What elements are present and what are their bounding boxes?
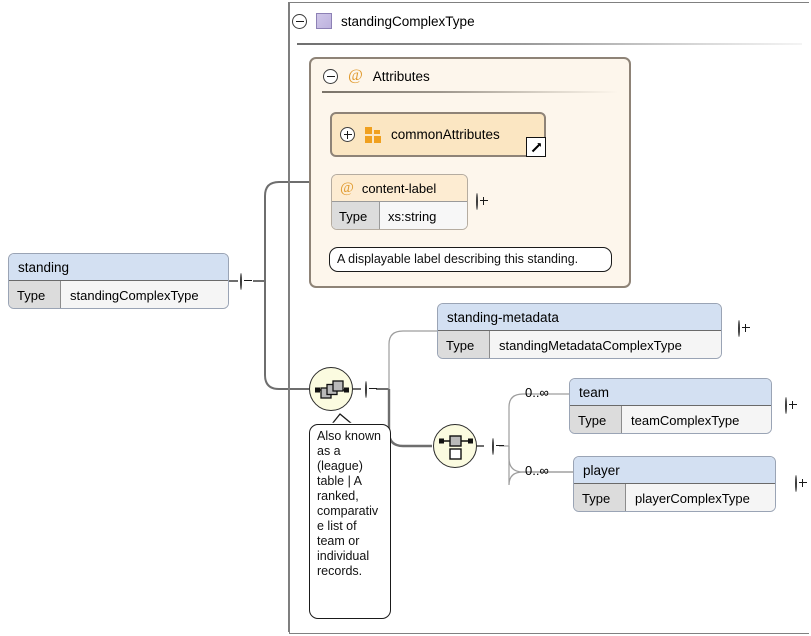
external-link-icon[interactable]: [526, 137, 546, 157]
sequence-documentation-callout: Also known as a (league) table | A ranke…: [309, 424, 391, 619]
at-sign-icon: @: [340, 179, 354, 196]
sequence-compositor-icon[interactable]: [309, 367, 353, 411]
sequence-documentation-text: Also known as a (league) table | A ranke…: [317, 429, 381, 578]
element-team-occurrence: 0..∞: [525, 385, 549, 400]
element-standing-type-key: Type: [9, 281, 61, 308]
element-team-expand-toggle[interactable]: [785, 397, 787, 414]
complex-type-collapse-toggle[interactable]: [292, 13, 307, 29]
element-standing-type-row: Type standingComplexType: [9, 281, 228, 308]
choice-collapse-toggle[interactable]: [492, 438, 494, 455]
attribute-documentation-callout: A displayable label describing this stan…: [329, 247, 612, 272]
sequence-collapse-toggle[interactable]: [365, 381, 367, 398]
element-standing-metadata[interactable]: standing-metadata Type standingMetadataC…: [437, 303, 722, 359]
complex-type-container: [289, 2, 809, 634]
element-standing-type-value: standingComplexType: [61, 281, 228, 308]
content-label-expand-toggle[interactable]: [476, 193, 478, 210]
attribute-header: @ content-label: [332, 175, 467, 202]
attribute-type-row: Type xs:string: [332, 202, 467, 229]
element-player[interactable]: player Type playerComplexType: [573, 456, 776, 512]
element-standing-metadata-type-key: Type: [438, 331, 490, 358]
attribute-group-icon: [365, 126, 381, 143]
complex-type-title: standingComplexType: [341, 13, 475, 29]
element-player-occurrence: 0..∞: [525, 463, 549, 478]
attribute-group-label: commonAttributes: [391, 127, 500, 142]
element-player-name: player: [574, 457, 775, 484]
attribute-documentation-text: A displayable label describing this stan…: [337, 252, 579, 266]
complex-type-swatch-icon: [316, 13, 332, 29]
at-sign-icon: @: [348, 67, 363, 84]
attributes-collapse-toggle[interactable]: [323, 68, 338, 84]
element-player-expand-toggle[interactable]: [795, 475, 797, 492]
commonattributes-expand-toggle[interactable]: [340, 127, 355, 142]
attribute-type-value: xs:string: [380, 202, 467, 229]
element-team-name: team: [570, 379, 771, 406]
element-standing[interactable]: standing Type standingComplexType: [8, 253, 229, 309]
element-player-type-row: Type playerComplexType: [574, 484, 775, 511]
attributes-label: Attributes: [372, 68, 430, 84]
attribute-content-label[interactable]: @ content-label Type xs:string: [331, 174, 468, 230]
attribute-type-key: Type: [332, 202, 380, 229]
element-team-type-row: Type teamComplexType: [570, 406, 771, 433]
element-team[interactable]: team Type teamComplexType: [569, 378, 772, 434]
element-player-type-key: Type: [574, 484, 626, 511]
element-standing-collapse-toggle[interactable]: [240, 273, 242, 290]
element-player-type-value: playerComplexType: [626, 484, 775, 511]
element-standing-metadata-expand-toggle[interactable]: [738, 320, 740, 337]
element-standing-metadata-type-value: standingMetadataComplexType: [490, 331, 721, 358]
element-team-type-value: teamComplexType: [622, 406, 771, 433]
element-standing-metadata-type-row: Type standingMetadataComplexType: [438, 331, 721, 358]
complex-type-header-divider: [297, 43, 802, 45]
element-standing-metadata-name: standing-metadata: [438, 304, 721, 331]
attribute-group-commonattributes[interactable]: commonAttributes: [330, 112, 546, 157]
choice-compositor-icon[interactable]: [433, 424, 477, 468]
element-standing-name: standing: [9, 254, 228, 281]
attribute-name: content-label: [361, 180, 437, 196]
attributes-header-divider: [322, 91, 618, 93]
complex-type-header: standingComplexType: [292, 8, 475, 34]
element-team-type-key: Type: [570, 406, 622, 433]
attributes-header: @ Attributes: [323, 68, 430, 84]
